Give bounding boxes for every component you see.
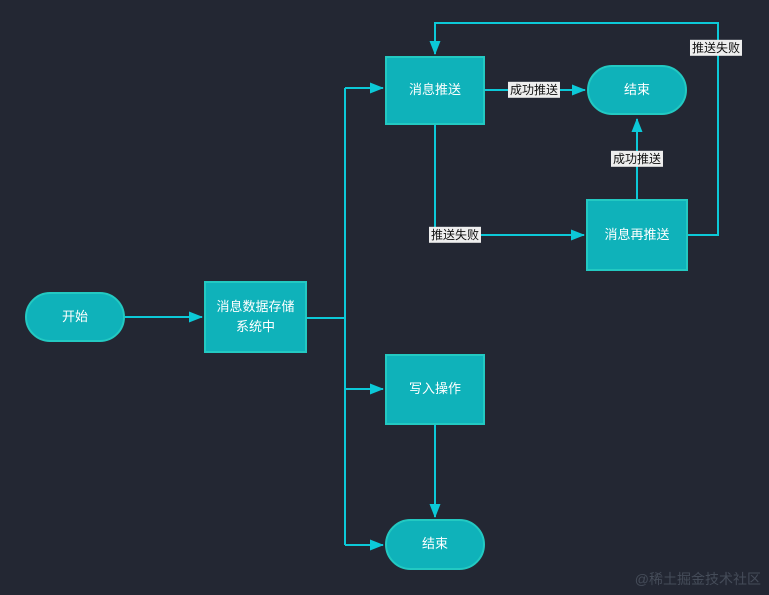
edge-label-push-success: 成功推送 — [507, 81, 561, 99]
edge-label-repush-success: 成功推送 — [610, 150, 664, 168]
edge-label-push-fail: 推送失败 — [428, 226, 482, 244]
node-write: 写入操作 — [385, 354, 485, 425]
node-store-label: 消息数据存储 系统中 — [216, 298, 295, 334]
node-start: 开始 — [25, 292, 125, 342]
node-write-label: 写入操作 — [408, 381, 461, 397]
node-start-label: 开始 — [61, 308, 88, 324]
node-end-bottom: 结束 — [385, 519, 485, 570]
node-end-bottom-label: 结束 — [421, 536, 448, 552]
node-push-label: 消息推送 — [408, 82, 461, 98]
edge-push-to-repush — [434, 125, 585, 241]
node-end-top: 结束 — [587, 65, 687, 115]
edge-label-repush-fail: 推送失败 — [689, 39, 743, 57]
node-repush: 消息再推送 — [586, 199, 688, 271]
node-push: 消息推送 — [385, 56, 485, 125]
node-store: 消息数据存储 系统中 — [204, 281, 307, 353]
watermark-text: @稀土掘金技术社区 — [634, 571, 761, 587]
node-end-top-label: 结束 — [623, 81, 650, 97]
node-repush-label: 消息再推送 — [604, 226, 670, 242]
edge-repush-to-push-loop — [429, 22, 719, 236]
